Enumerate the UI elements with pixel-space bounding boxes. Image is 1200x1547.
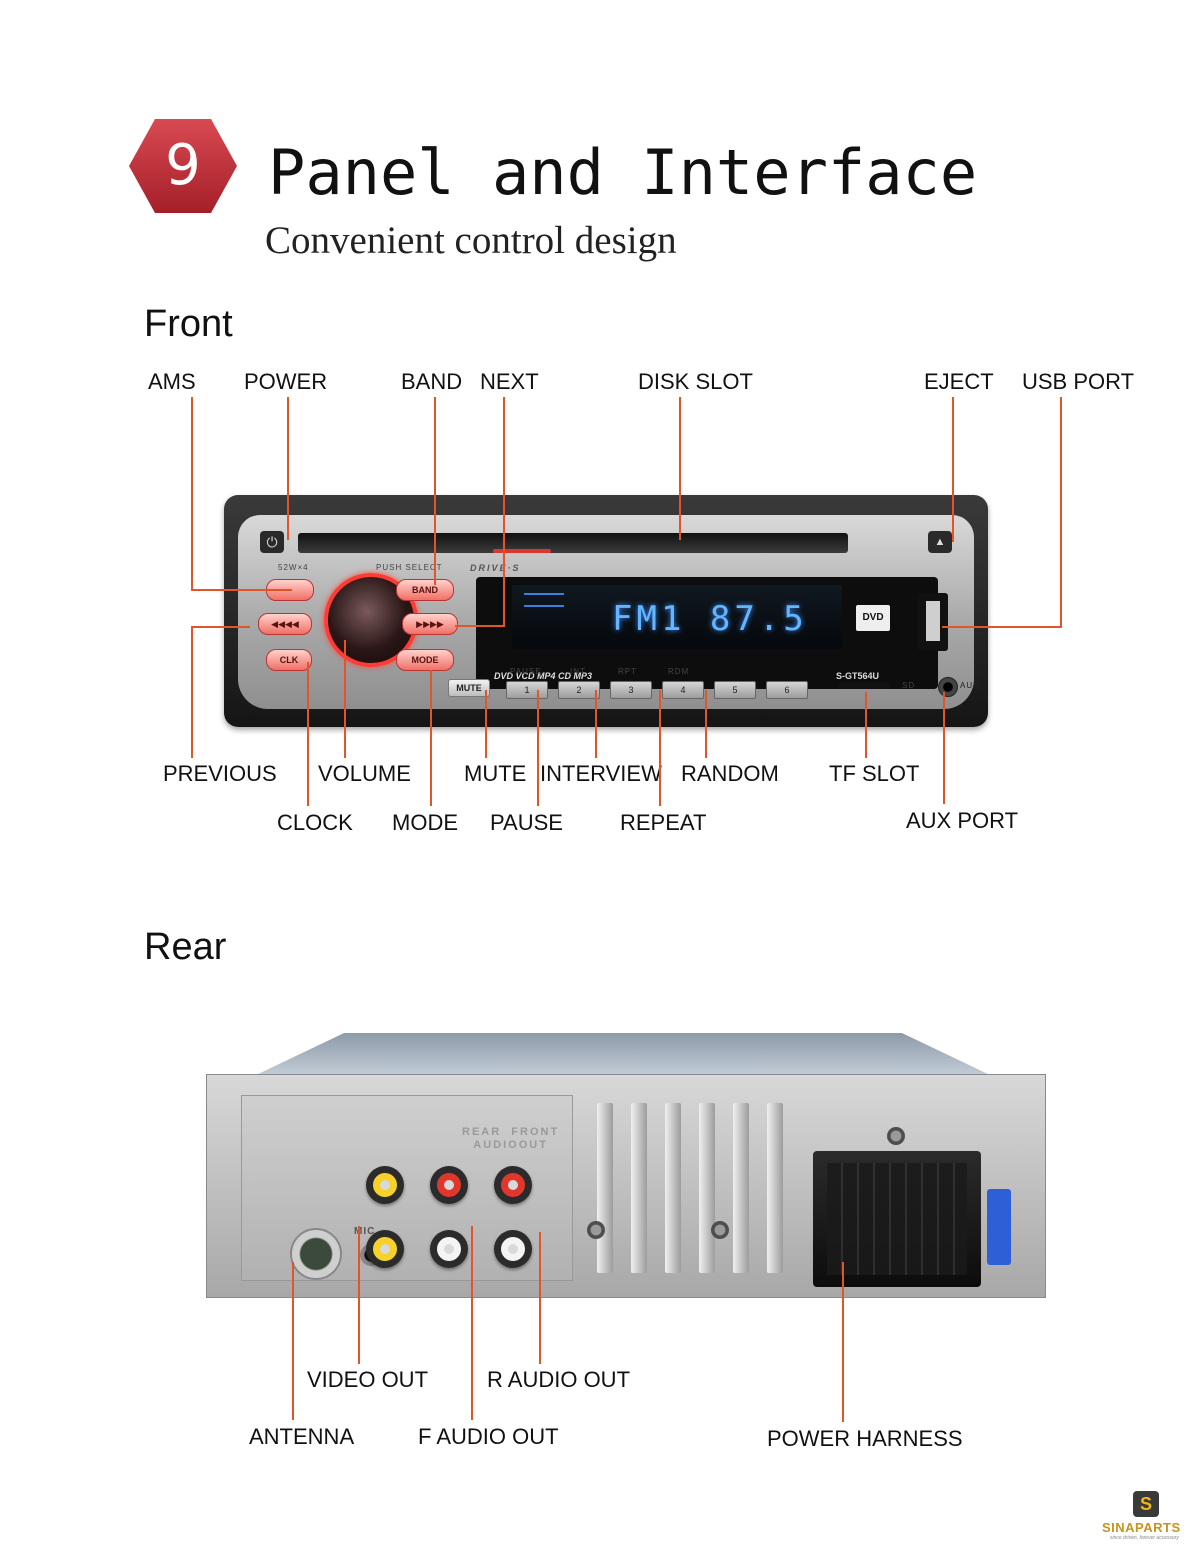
lcd-indicator xyxy=(524,593,564,607)
faceplate: ⏻ ▲ 52W×4 PUSH SELECT DRIVE·S ◀◀◀◀ CLK B… xyxy=(238,515,978,709)
rear-section-title: Rear xyxy=(144,926,227,968)
brand-mark: DRIVE·S xyxy=(470,563,521,573)
preset-1-button[interactable]: 1 xyxy=(506,681,548,699)
callout-r-audio-out: R AUDIO OUT xyxy=(487,1367,631,1392)
preset-2-button[interactable]: 2 xyxy=(558,681,600,699)
rca-red-upper-right[interactable] xyxy=(494,1166,532,1204)
page-subtitle: Convenient control design xyxy=(265,219,677,262)
preset-5-button[interactable]: 5 xyxy=(714,681,756,699)
clock-button[interactable]: CLK xyxy=(266,649,312,671)
callout-pause: PAUSE xyxy=(490,810,563,835)
display-bezel: FM1 87.5 DVD DVD VCD MP4 CD MP3 S-GT564U xyxy=(476,577,938,689)
power-rating: 52W×4 xyxy=(278,563,309,572)
disc-slot xyxy=(298,533,848,553)
format-list: DVD VCD MP4 CD MP3 xyxy=(494,671,593,681)
ams-button[interactable] xyxy=(266,579,314,601)
car-stereo-rear-panel: REAR FRONT AUDIOOUT MIC xyxy=(206,1074,1046,1298)
aux-jack[interactable] xyxy=(938,677,958,697)
section-number: 9 xyxy=(165,133,201,198)
callout-aux-port: AUX PORT xyxy=(906,808,1019,833)
chassis-top xyxy=(256,1033,990,1075)
front-section-title: Front xyxy=(144,303,233,345)
callout-clock: CLOCK xyxy=(277,810,353,835)
callout-eject: EJECT xyxy=(924,369,994,394)
sd-label: SD xyxy=(902,681,916,690)
eject-button[interactable]: ▲ xyxy=(928,531,952,553)
car-stereo-front-panel: ⏻ ▲ 52W×4 PUSH SELECT DRIVE·S ◀◀◀◀ CLK B… xyxy=(224,495,988,727)
mic-label: MIC xyxy=(354,1226,376,1237)
heat-sink-fin xyxy=(665,1103,681,1273)
heat-sink-fin xyxy=(699,1103,715,1273)
front-audio-out-jack[interactable] xyxy=(430,1230,468,1268)
callout-repeat: REPEAT xyxy=(620,810,707,835)
tf-card-slot[interactable] xyxy=(838,683,890,689)
push-select-label: PUSH SELECT xyxy=(376,563,443,572)
lcd-frequency: FM1 87.5 xyxy=(612,599,808,639)
fuse xyxy=(987,1189,1011,1265)
callout-mode: MODE xyxy=(392,810,458,835)
heat-sink-fin xyxy=(597,1103,613,1273)
screw xyxy=(587,1221,605,1239)
callout-f-audio-out: F AUDIO OUT xyxy=(418,1424,559,1449)
callout-antenna: ANTENNA xyxy=(249,1424,355,1449)
callout-mute: MUTE xyxy=(464,761,527,786)
callout-video-out: VIDEO OUT xyxy=(307,1367,429,1392)
power-button[interactable]: ⏻ xyxy=(260,531,284,553)
dvd-logo: DVD xyxy=(856,605,890,631)
power-harness-connector[interactable] xyxy=(813,1151,981,1287)
lcd-display: FM1 87.5 xyxy=(512,585,842,649)
band-button[interactable]: BAND xyxy=(396,579,454,601)
rca-yellow-upper[interactable] xyxy=(366,1166,404,1204)
preset-caption-1: PAUSE xyxy=(510,667,542,676)
callout-usb-port: USB PORT xyxy=(1022,369,1135,394)
heat-sink-fin xyxy=(733,1103,749,1273)
callout-volume: VOLUME xyxy=(318,761,411,786)
usb-port[interactable] xyxy=(918,593,948,651)
rear-audio-out-jack[interactable] xyxy=(494,1230,532,1268)
previous-button[interactable]: ◀◀◀◀ xyxy=(258,613,312,635)
mode-button[interactable]: MODE xyxy=(396,649,454,671)
connector-plate: REAR FRONT AUDIOOUT MIC xyxy=(241,1095,573,1281)
preset-caption-3: RPT xyxy=(618,667,637,676)
callout-interview: INTERVIEW xyxy=(540,761,662,786)
preset-caption-2: INT xyxy=(570,667,586,676)
preset-4-button[interactable]: 4 xyxy=(662,681,704,699)
mute-button[interactable]: MUTE xyxy=(448,679,490,697)
brand-logo-icon: S xyxy=(1133,1491,1159,1517)
callout-tf-slot: TF SLOT xyxy=(829,761,920,786)
callout-power: POWER xyxy=(244,369,328,394)
preset-6-button[interactable]: 6 xyxy=(766,681,808,699)
audio-out-emboss: REAR FRONT AUDIOOUT xyxy=(462,1126,560,1151)
screw xyxy=(711,1221,729,1239)
callout-previous: PREVIOUS xyxy=(163,761,277,786)
next-button[interactable]: ▶▶▶▶ xyxy=(402,613,458,635)
screw xyxy=(887,1127,905,1145)
antenna-jack[interactable] xyxy=(290,1228,342,1280)
callout-power-harness: POWER HARNESS xyxy=(767,1426,963,1451)
heat-sink-fin xyxy=(631,1103,647,1273)
slot-glow xyxy=(493,549,551,553)
brand-logo-tagline: since driven, forever accessory xyxy=(1110,1535,1179,1541)
callout-next: NEXT xyxy=(480,369,539,394)
aux-label: AUX xyxy=(960,681,980,690)
callout-random: RANDOM xyxy=(681,761,779,786)
preset-3-button[interactable]: 3 xyxy=(610,681,652,699)
callout-ams: AMS xyxy=(148,369,196,394)
callout-disk-slot: DISK SLOT xyxy=(638,369,753,394)
heat-sink-fin xyxy=(767,1103,783,1273)
page-title: Panel and Interface xyxy=(268,136,978,209)
brand-logo-name: SINAPARTS xyxy=(1102,1520,1181,1535)
model-number: S-GT564U xyxy=(836,671,880,681)
section-number-badge xyxy=(129,119,237,213)
callout-band: BAND xyxy=(401,369,463,394)
rca-red-upper-left[interactable] xyxy=(430,1166,468,1204)
preset-caption-4: RDM xyxy=(668,667,690,676)
heat-sink xyxy=(579,1093,811,1277)
video-out-jack[interactable] xyxy=(366,1230,404,1268)
